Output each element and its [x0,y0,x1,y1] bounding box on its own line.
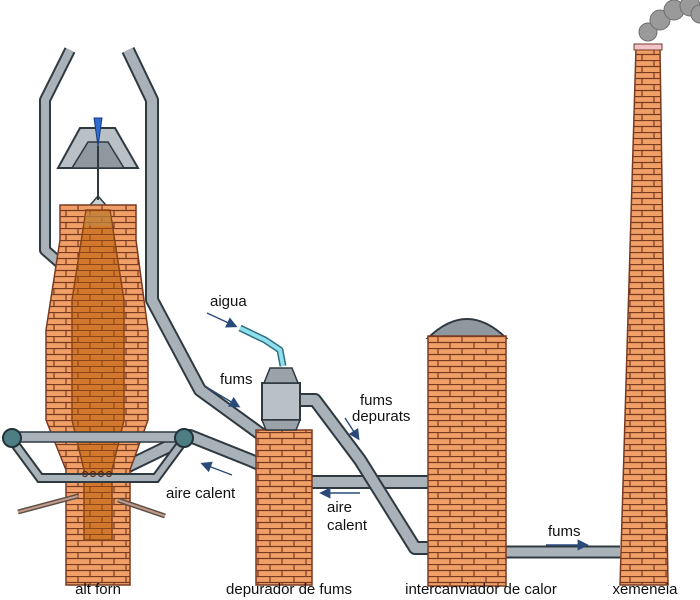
label-aigua: aigua [210,293,247,310]
label-fums-chimney: fums [548,523,581,540]
clean-fumes-arrow [344,417,360,441]
flow-arrows [200,312,589,551]
exchanger-dome [425,318,509,339]
pipes [39,46,620,559]
bustle-valve-right-icon [174,428,194,448]
label-aire-calent: aire calent [166,485,236,502]
labels: aigua fums fums depurats aire calent air… [166,293,581,540]
caption-intercanviador: intercanviador de calor [405,581,557,598]
furnace-molten-core [71,209,125,541]
caption-alt-forn: alt forn [75,581,121,598]
label-aire: aire [327,499,352,516]
chimney-brick-stack [619,47,669,586]
hot-air-furnace-arrow [200,461,233,476]
charging-funnel-icon [93,117,103,147]
label-fums-depurats-2: depurats [352,408,410,425]
tuyeres [81,470,113,478]
hot-air-pipe [116,429,430,489]
tap-holes [17,493,166,519]
bustle-pipe [2,428,194,483]
scrubber-vessel [261,382,301,421]
exchanger-brick-tower [427,335,507,587]
heat-exchanger [425,318,509,587]
water-inlet-pipe [238,324,287,367]
smoke-icon [638,0,700,42]
fumes-in-arrow [207,387,241,408]
caption-xemeneia: xemeneia [612,581,678,598]
label-fums-in: fums [220,371,253,388]
captions: alt forn depurador de fums intercanviado… [75,581,678,598]
scrubber-brick-base [255,429,313,586]
downcomer-right-pipe [121,46,267,441]
water-flow-arrow [206,312,238,328]
bustle-valve-left-icon [2,428,22,448]
scrubber [255,367,313,586]
downcomer-left-pipe [39,47,76,270]
chimney [619,0,700,586]
clean-fumes-pipe [300,393,430,555]
label-fums-depurats-1: fums [360,392,393,409]
caption-depurador: depurador de fums [226,581,352,598]
label-calent: calent [327,517,368,534]
blast-furnace [2,117,194,586]
